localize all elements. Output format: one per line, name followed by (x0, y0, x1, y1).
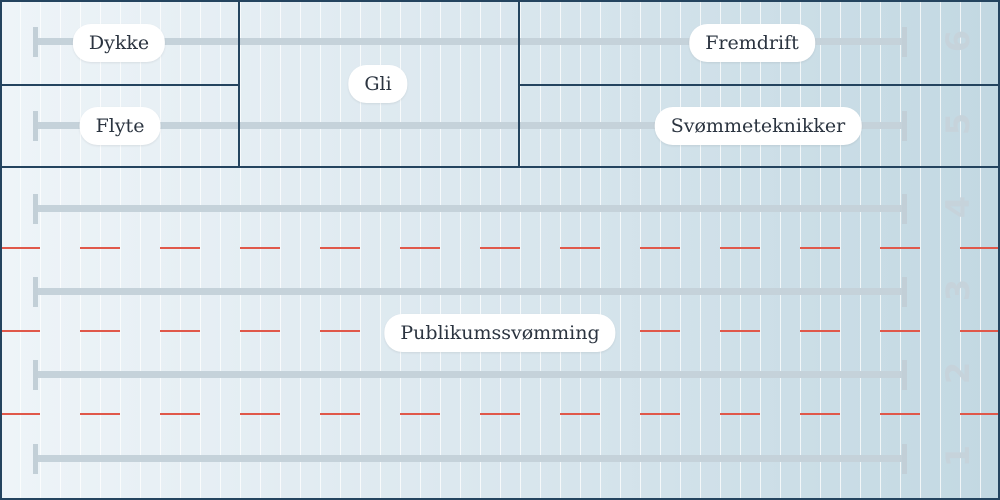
label-svommeteknikker[interactable]: Svømmeteknikker (654, 107, 862, 145)
lane-cap-right-3 (902, 277, 907, 307)
lane-cap-right-2 (902, 360, 907, 390)
label-gli[interactable]: Gli (348, 65, 408, 103)
zone-publikumssvomming (0, 166, 1000, 500)
lane-cap-right-1 (902, 444, 907, 474)
lane-cap-right-4 (902, 194, 907, 224)
label-flyte[interactable]: Flyte (79, 107, 161, 145)
lane-line-6 (37, 38, 905, 45)
lane-cap-left-3 (33, 277, 38, 307)
label-publikumssvomming[interactable]: Publikumssvømming (384, 314, 616, 352)
lane-cap-right-5 (902, 111, 907, 141)
lane-line-2 (37, 371, 905, 378)
label-fremdrift[interactable]: Fremdrift (689, 24, 815, 62)
lane-cap-right-6 (902, 27, 907, 57)
lane-cap-left-4 (33, 194, 38, 224)
lane-line-3 (37, 288, 905, 295)
lane-line-1 (37, 455, 905, 462)
lane-cap-left-2 (33, 360, 38, 390)
lane-rope-1 (0, 247, 1000, 249)
lane-line-5 (37, 122, 905, 129)
lane-rope-3 (0, 413, 1000, 415)
lane-line-4 (37, 205, 905, 212)
lane-cap-left-5 (33, 111, 38, 141)
lane-cap-left-6 (33, 27, 38, 57)
label-dykke[interactable]: Dykke (72, 24, 166, 62)
lane-cap-left-1 (33, 444, 38, 474)
